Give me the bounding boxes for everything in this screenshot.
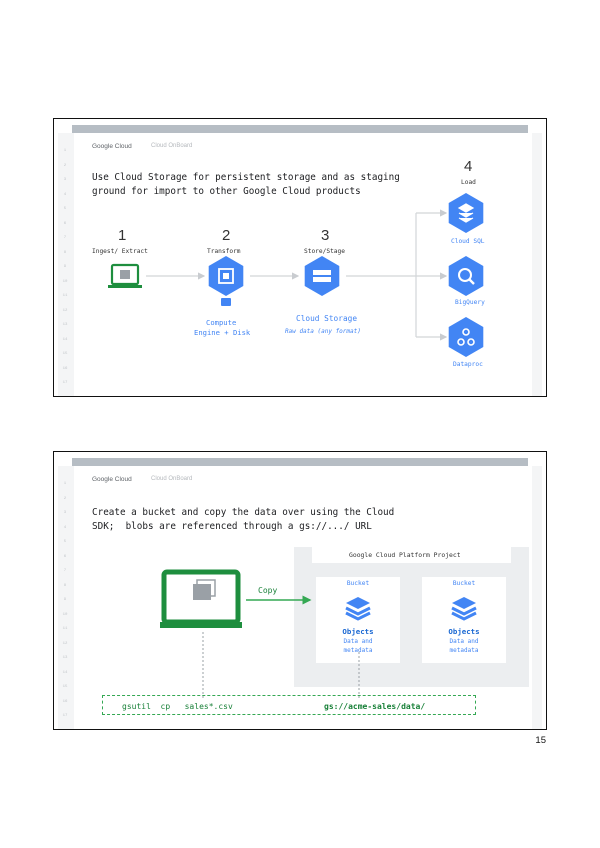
cloud-storage-icon bbox=[304, 256, 340, 296]
bucket-label: Bucket bbox=[452, 580, 476, 587]
line-number: 16 bbox=[62, 699, 68, 704]
slide-top-bar bbox=[72, 125, 528, 133]
gsutil-command: gsutil cp sales*.csv bbox=[122, 702, 233, 711]
objects-title: Objects bbox=[448, 627, 480, 636]
objects-sub-1: Data and bbox=[343, 638, 373, 645]
line-number: 13 bbox=[62, 656, 68, 660]
dataproc-icon bbox=[448, 317, 484, 357]
page-number: 15 bbox=[535, 735, 546, 746]
line-number: 1 bbox=[63, 482, 67, 486]
cloud-storage-label: Cloud Storage bbox=[296, 314, 358, 323]
line-number: 10 bbox=[62, 612, 68, 617]
line-number: 14 bbox=[62, 337, 68, 342]
laptop-icon bbox=[108, 263, 142, 288]
project-label: Google Cloud Platform Project bbox=[349, 551, 461, 559]
line-number: 14 bbox=[62, 670, 68, 675]
line-number: 6 bbox=[63, 554, 67, 559]
bigquery-icon bbox=[448, 256, 484, 296]
line-number: 2 bbox=[63, 163, 67, 168]
compute-label-1: Compute bbox=[206, 318, 237, 327]
google-cloud-logo: Google Cloud bbox=[92, 476, 132, 483]
right-margin-bar bbox=[532, 133, 542, 396]
bucket-card-1: Bucket Objects Data and metadata bbox=[316, 577, 400, 663]
line-number: 4 bbox=[63, 192, 67, 197]
slide-top-bar bbox=[72, 458, 528, 466]
gcp-project-frame: Google Cloud Platform Project Bucket Obj… bbox=[294, 547, 529, 687]
bucket-label: Bucket bbox=[346, 580, 370, 587]
line-number-gutter bbox=[58, 466, 74, 729]
objects-sub-2: metadata bbox=[449, 647, 479, 654]
copy-diagram bbox=[160, 569, 360, 700]
line-number: 6 bbox=[63, 221, 67, 226]
slide-headline-line-1: Use Cloud Storage for persistent storage… bbox=[92, 172, 400, 183]
line-number: 2 bbox=[63, 496, 67, 501]
pipeline-diagram bbox=[108, 193, 484, 357]
google-cloud-logo: Google Cloud bbox=[92, 143, 132, 150]
line-number: 5 bbox=[63, 207, 67, 211]
line-number: 9 bbox=[63, 265, 67, 269]
step-label-store: Store/Stage bbox=[304, 248, 345, 255]
line-number: 12 bbox=[62, 308, 68, 313]
line-number: 12 bbox=[62, 641, 68, 646]
compute-label-2: Engine + Disk bbox=[194, 328, 251, 337]
step-number-3: 3 bbox=[321, 227, 330, 244]
laptop-icon bbox=[160, 569, 242, 628]
cloud-onboard-label: Cloud OnBoard bbox=[151, 143, 193, 149]
line-number: 3 bbox=[63, 511, 67, 515]
step-label-transform: Transform bbox=[207, 248, 241, 255]
line-number: 10 bbox=[62, 279, 68, 284]
objects-sub-2: metadata bbox=[343, 647, 373, 654]
gcs-destination-url: gs://acme-sales/data/ bbox=[324, 702, 426, 711]
layers-icon bbox=[451, 597, 477, 621]
line-number: 13 bbox=[62, 323, 68, 327]
command-box bbox=[102, 695, 476, 715]
compute-engine-icon bbox=[208, 256, 244, 296]
line-number: 4 bbox=[63, 525, 67, 530]
slide-headline-line-1: Create a bucket and copy the data over u… bbox=[92, 507, 395, 518]
right-margin-bar bbox=[532, 466, 542, 729]
line-number: 17 bbox=[62, 381, 68, 385]
line-number: 16 bbox=[62, 366, 68, 371]
line-number: 11 bbox=[62, 627, 68, 631]
line-number: 17 bbox=[62, 714, 68, 718]
dataproc-label: Dataproc bbox=[453, 361, 483, 368]
line-number-gutter bbox=[58, 133, 74, 396]
slide-headline-line-2: ground for import to other Google Cloud … bbox=[92, 186, 361, 197]
cloud-sql-label: Cloud SQL bbox=[451, 238, 485, 245]
step-number-1: 1 bbox=[118, 227, 127, 244]
line-number: 7 bbox=[63, 569, 67, 573]
line-number: 5 bbox=[63, 540, 67, 544]
line-number: 8 bbox=[63, 250, 67, 255]
line-number: 7 bbox=[63, 236, 67, 240]
line-number: 3 bbox=[63, 178, 67, 182]
line-number: 15 bbox=[62, 352, 68, 356]
cloud-storage-sub: Raw data (any format) bbox=[285, 328, 361, 335]
step-number-4: 4 bbox=[464, 158, 473, 175]
cloud-sql-icon bbox=[448, 193, 484, 233]
step-label-load: Load bbox=[461, 179, 476, 186]
slide-headline-line-2: SDK; blobs are referenced through a gs:/… bbox=[92, 521, 372, 532]
objects-title: Objects bbox=[342, 627, 374, 636]
bucket-card-2: Bucket Objects Data and metadata bbox=[422, 577, 506, 663]
project-title-bar bbox=[312, 547, 511, 563]
bigquery-label: BigQuery bbox=[455, 299, 485, 306]
line-number: 11 bbox=[62, 294, 68, 298]
step-label-ingest: Ingest/ Extract bbox=[92, 248, 148, 255]
line-number: 8 bbox=[63, 583, 67, 588]
line-number: 9 bbox=[63, 598, 67, 602]
layers-icon bbox=[345, 597, 371, 621]
disk-icon bbox=[221, 298, 231, 306]
objects-sub-1: Data and bbox=[449, 638, 479, 645]
line-number: 15 bbox=[62, 685, 68, 689]
line-number: 1 bbox=[63, 149, 67, 153]
copy-label: Copy bbox=[258, 586, 278, 595]
cloud-onboard-label: Cloud OnBoard bbox=[151, 476, 193, 482]
step-number-2: 2 bbox=[222, 227, 231, 244]
